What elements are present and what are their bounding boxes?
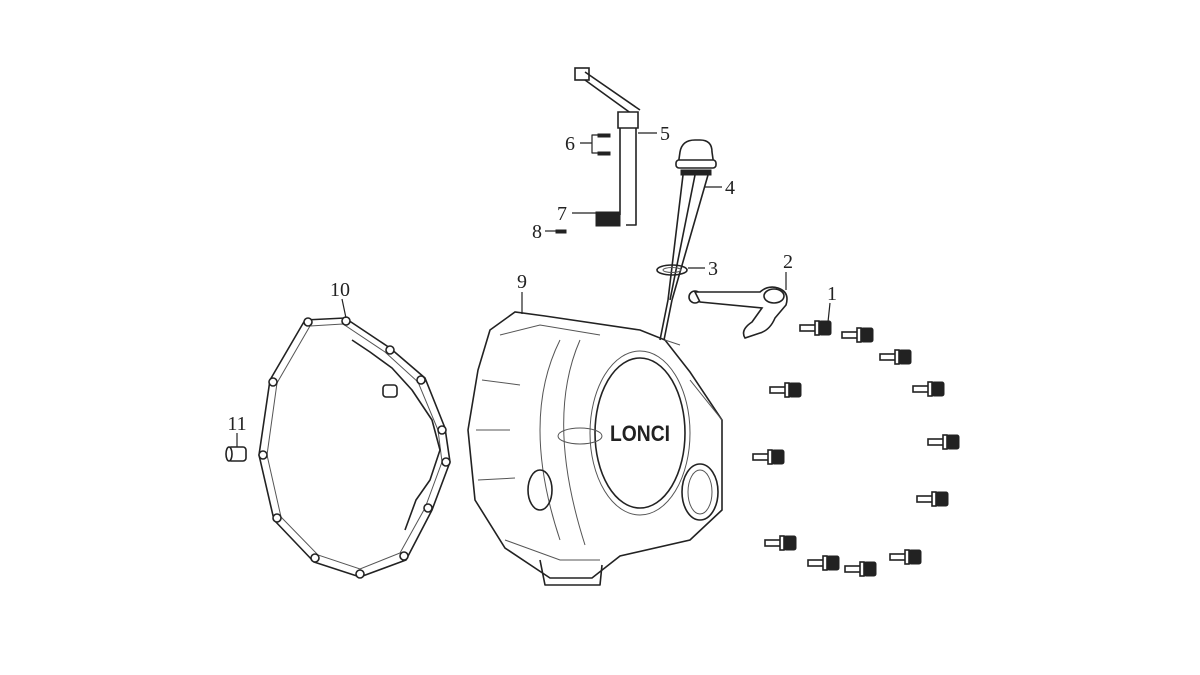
callout-label: 9 (517, 271, 527, 293)
gasket-hole (441, 457, 451, 467)
bolt (916, 491, 949, 507)
callouts: 1 2 3 4 5 6 78 9 10 11 (227, 123, 837, 447)
gasket-hole (437, 425, 447, 435)
leader-line (580, 134, 599, 154)
gasket-hole (355, 569, 365, 579)
callout-4: 4 (705, 177, 735, 199)
lever-part-2 (688, 286, 788, 339)
o-ring-part-3 (656, 264, 688, 276)
bolt (844, 561, 877, 577)
brand-logo: LONCI (610, 421, 670, 446)
callout-label: 1 (827, 283, 837, 305)
callout-label: 3 (708, 258, 718, 280)
crankcase-cover-part-9: LONCI (467, 311, 723, 586)
dowel-pin-part-11 (225, 384, 398, 462)
bolt (807, 555, 840, 571)
gasket-hole (303, 317, 313, 327)
gasket-bolt-holes (258, 316, 451, 579)
bolt (764, 535, 797, 551)
callout-1: 1 (827, 283, 837, 323)
bolt (841, 327, 874, 343)
callout-label: 7 (557, 203, 567, 225)
gasket-part-10 (258, 316, 451, 579)
bolt (889, 549, 922, 565)
bolt (769, 382, 802, 398)
screw-part-8 (555, 229, 567, 234)
gasket-hole (385, 345, 395, 355)
bolt (752, 449, 785, 465)
callout-3: 3 (688, 258, 718, 280)
bolts-part-1 (752, 320, 960, 577)
gasket-hole (272, 513, 282, 523)
gasket-hole (258, 450, 268, 460)
breather-bracket-part-5 (574, 67, 641, 227)
callout-6: 6 (565, 133, 599, 155)
clips-part-6 (597, 133, 611, 156)
callout-10: 10 (330, 279, 350, 319)
callout-5: 5 (638, 123, 670, 145)
callout-label: 5 (660, 123, 670, 145)
gasket-hole (399, 551, 409, 561)
leader-line (341, 298, 347, 319)
gasket-hole (416, 375, 426, 385)
callout-7: 7 (557, 203, 597, 225)
callout-11: 11 (227, 413, 247, 447)
callout-label: 2 (783, 251, 793, 273)
gasket-hole (268, 377, 278, 387)
gasket-hole (310, 553, 320, 563)
callout-label: 10 (330, 279, 350, 301)
gasket-hole (341, 316, 351, 326)
callout-2: 2 (783, 251, 793, 290)
callout-label: 6 (565, 133, 575, 155)
callout-8: 8 (532, 221, 556, 243)
bolt (927, 434, 960, 450)
callout-label: 11 (227, 413, 246, 435)
callout-9: 9 (517, 271, 527, 314)
leader-line (827, 302, 831, 323)
callout-label: 4 (725, 177, 735, 199)
bolt (912, 381, 945, 397)
bolt (879, 349, 912, 365)
bolt (799, 320, 832, 336)
gasket-hole (423, 503, 433, 513)
callout-label: 8 (532, 221, 542, 243)
dipstick-part-4 (659, 139, 717, 341)
